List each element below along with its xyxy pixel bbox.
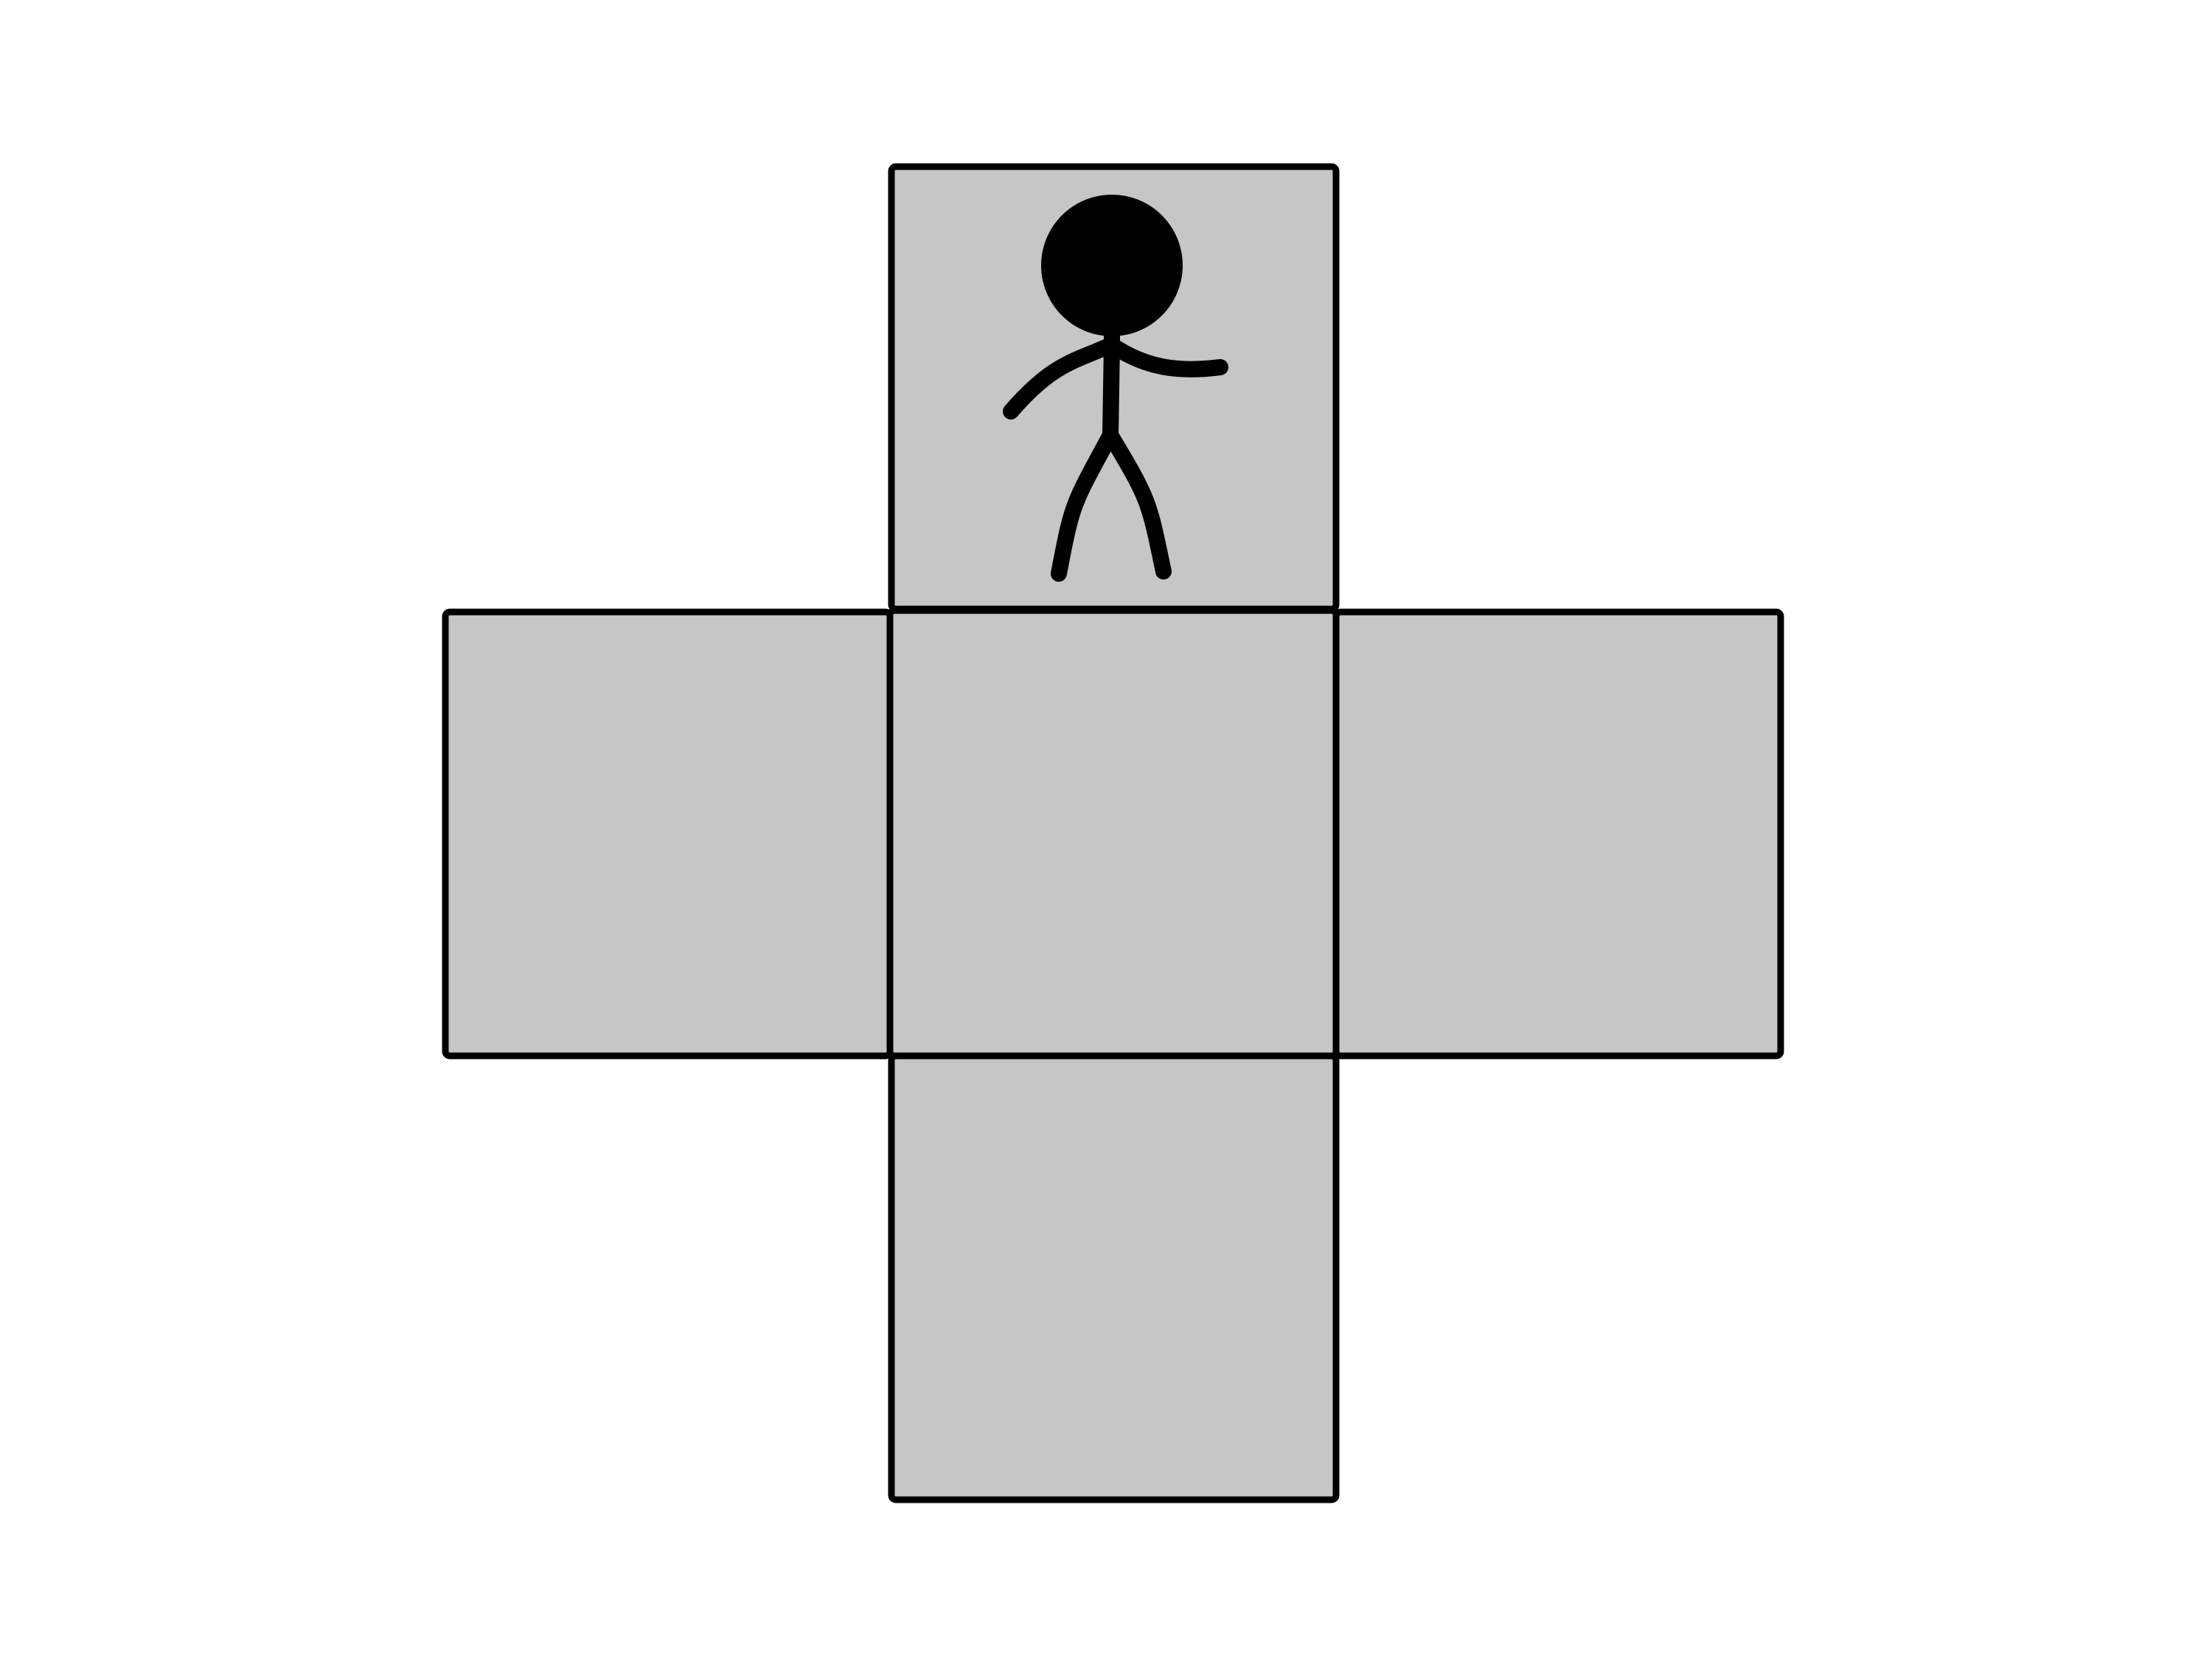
stick-figure-icon [1003,195,1228,582]
figure-right-arm [1104,337,1228,378]
face-right [1332,608,1784,1060]
figure-left-arm [1003,337,1119,420]
cube-net [442,163,1784,1503]
face-bottom [888,1052,1340,1503]
figure-left-leg [1051,427,1119,582]
face-center [886,607,1340,1060]
face-left [442,608,894,1060]
figure-right-leg [1102,427,1172,580]
figure-torso [1102,335,1120,443]
figure-head [1041,195,1183,336]
